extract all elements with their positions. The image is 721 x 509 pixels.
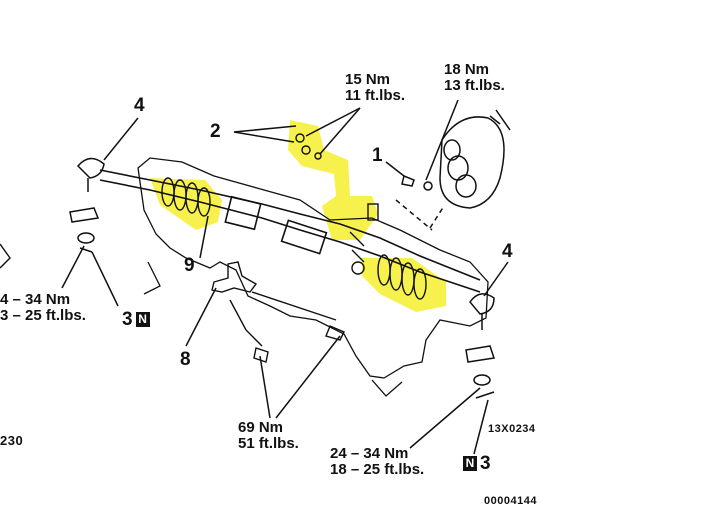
- callout-8: 8: [180, 349, 191, 370]
- torque-label-18nm: 18 Nm 13 ft.lbs.: [444, 62, 505, 94]
- callout-3-right-number: 3: [480, 453, 491, 474]
- callout-4-left: 4: [134, 95, 145, 116]
- code-bottom: 00004144: [484, 495, 537, 507]
- leader-18nm: [425, 99, 459, 181]
- bracket-outline: [137, 157, 489, 397]
- leader-lines: [61, 99, 509, 455]
- dashed-link-2: [429, 205, 445, 229]
- torque-right-ftlbs-value: 18 – 25 ft.lbs.: [330, 460, 425, 478]
- torque-18nm-value: 18 Nm: [444, 61, 490, 78]
- callout-3-left-number: 3: [122, 309, 133, 330]
- leader-2b: [233, 125, 297, 133]
- left-edge-part: [0, 243, 11, 269]
- torque-label-left: 4 – 34 Nm 3 – 25 ft.lbs.: [0, 292, 86, 324]
- leader-right-torque: [409, 387, 481, 449]
- column-boot: [401, 109, 511, 209]
- n-mark-left-badge: N: [135, 312, 150, 327]
- highlight-right-boot: [362, 258, 446, 312]
- torque-51ftlbs-value: 51 ft.lbs.: [238, 434, 299, 452]
- callout-9: 9: [184, 255, 195, 276]
- leader-2a: [233, 131, 295, 143]
- dashed-link: [395, 199, 433, 231]
- left-tie-rod-end: [69, 157, 105, 253]
- torque-left-nm-value: 4 – 34 Nm: [0, 291, 71, 308]
- leader-15nm-b: [319, 107, 361, 155]
- valve-bolts: [295, 133, 379, 275]
- leader-4-right: [483, 261, 509, 297]
- torque-label-69nm: 69 Nm 51 ft.lbs.: [238, 420, 299, 452]
- torque-left-ftlbs-value: 3 – 25 ft.lbs.: [0, 306, 86, 324]
- clamp-bracket: [211, 261, 345, 363]
- leader-3-right: [473, 399, 489, 455]
- torque-right-nm-value: 24 – 34 Nm: [330, 445, 409, 462]
- n-mark-right-badge: N: [463, 456, 477, 471]
- leader-8: [185, 287, 217, 347]
- torque-13ftlbs-value: 13 ft.lbs.: [444, 76, 505, 94]
- code-right: 13X0234: [488, 423, 536, 435]
- callout-2: 2: [210, 121, 221, 142]
- right-tie-rod-end: [465, 293, 495, 399]
- torque-15nm-value: 15 Nm: [345, 71, 391, 88]
- torque-label-right: 24 – 34 Nm 18 – 25 ft.lbs.: [330, 446, 424, 478]
- leader-3-left: [91, 251, 119, 307]
- leader-15nm-a: [305, 107, 361, 137]
- callout-4-right: 4: [502, 241, 513, 262]
- callout-1: 1: [372, 145, 383, 166]
- torque-label-15nm: 15 Nm 11 ft.lbs.: [345, 72, 405, 104]
- leader-9: [199, 215, 209, 259]
- rack-body: [99, 169, 481, 293]
- right-boot: [377, 254, 427, 300]
- torque-69nm-value: 69 Nm: [238, 419, 284, 436]
- leader-4-left: [103, 117, 139, 161]
- leader-left-torque: [61, 245, 85, 289]
- leader-69nm-b: [275, 335, 341, 419]
- torque-11ftlbs-value: 11 ft.lbs.: [345, 86, 406, 104]
- leader-69nm-a: [259, 355, 271, 419]
- left-boot: [161, 177, 211, 217]
- leader-1: [385, 161, 405, 177]
- code-left: 230: [0, 433, 24, 448]
